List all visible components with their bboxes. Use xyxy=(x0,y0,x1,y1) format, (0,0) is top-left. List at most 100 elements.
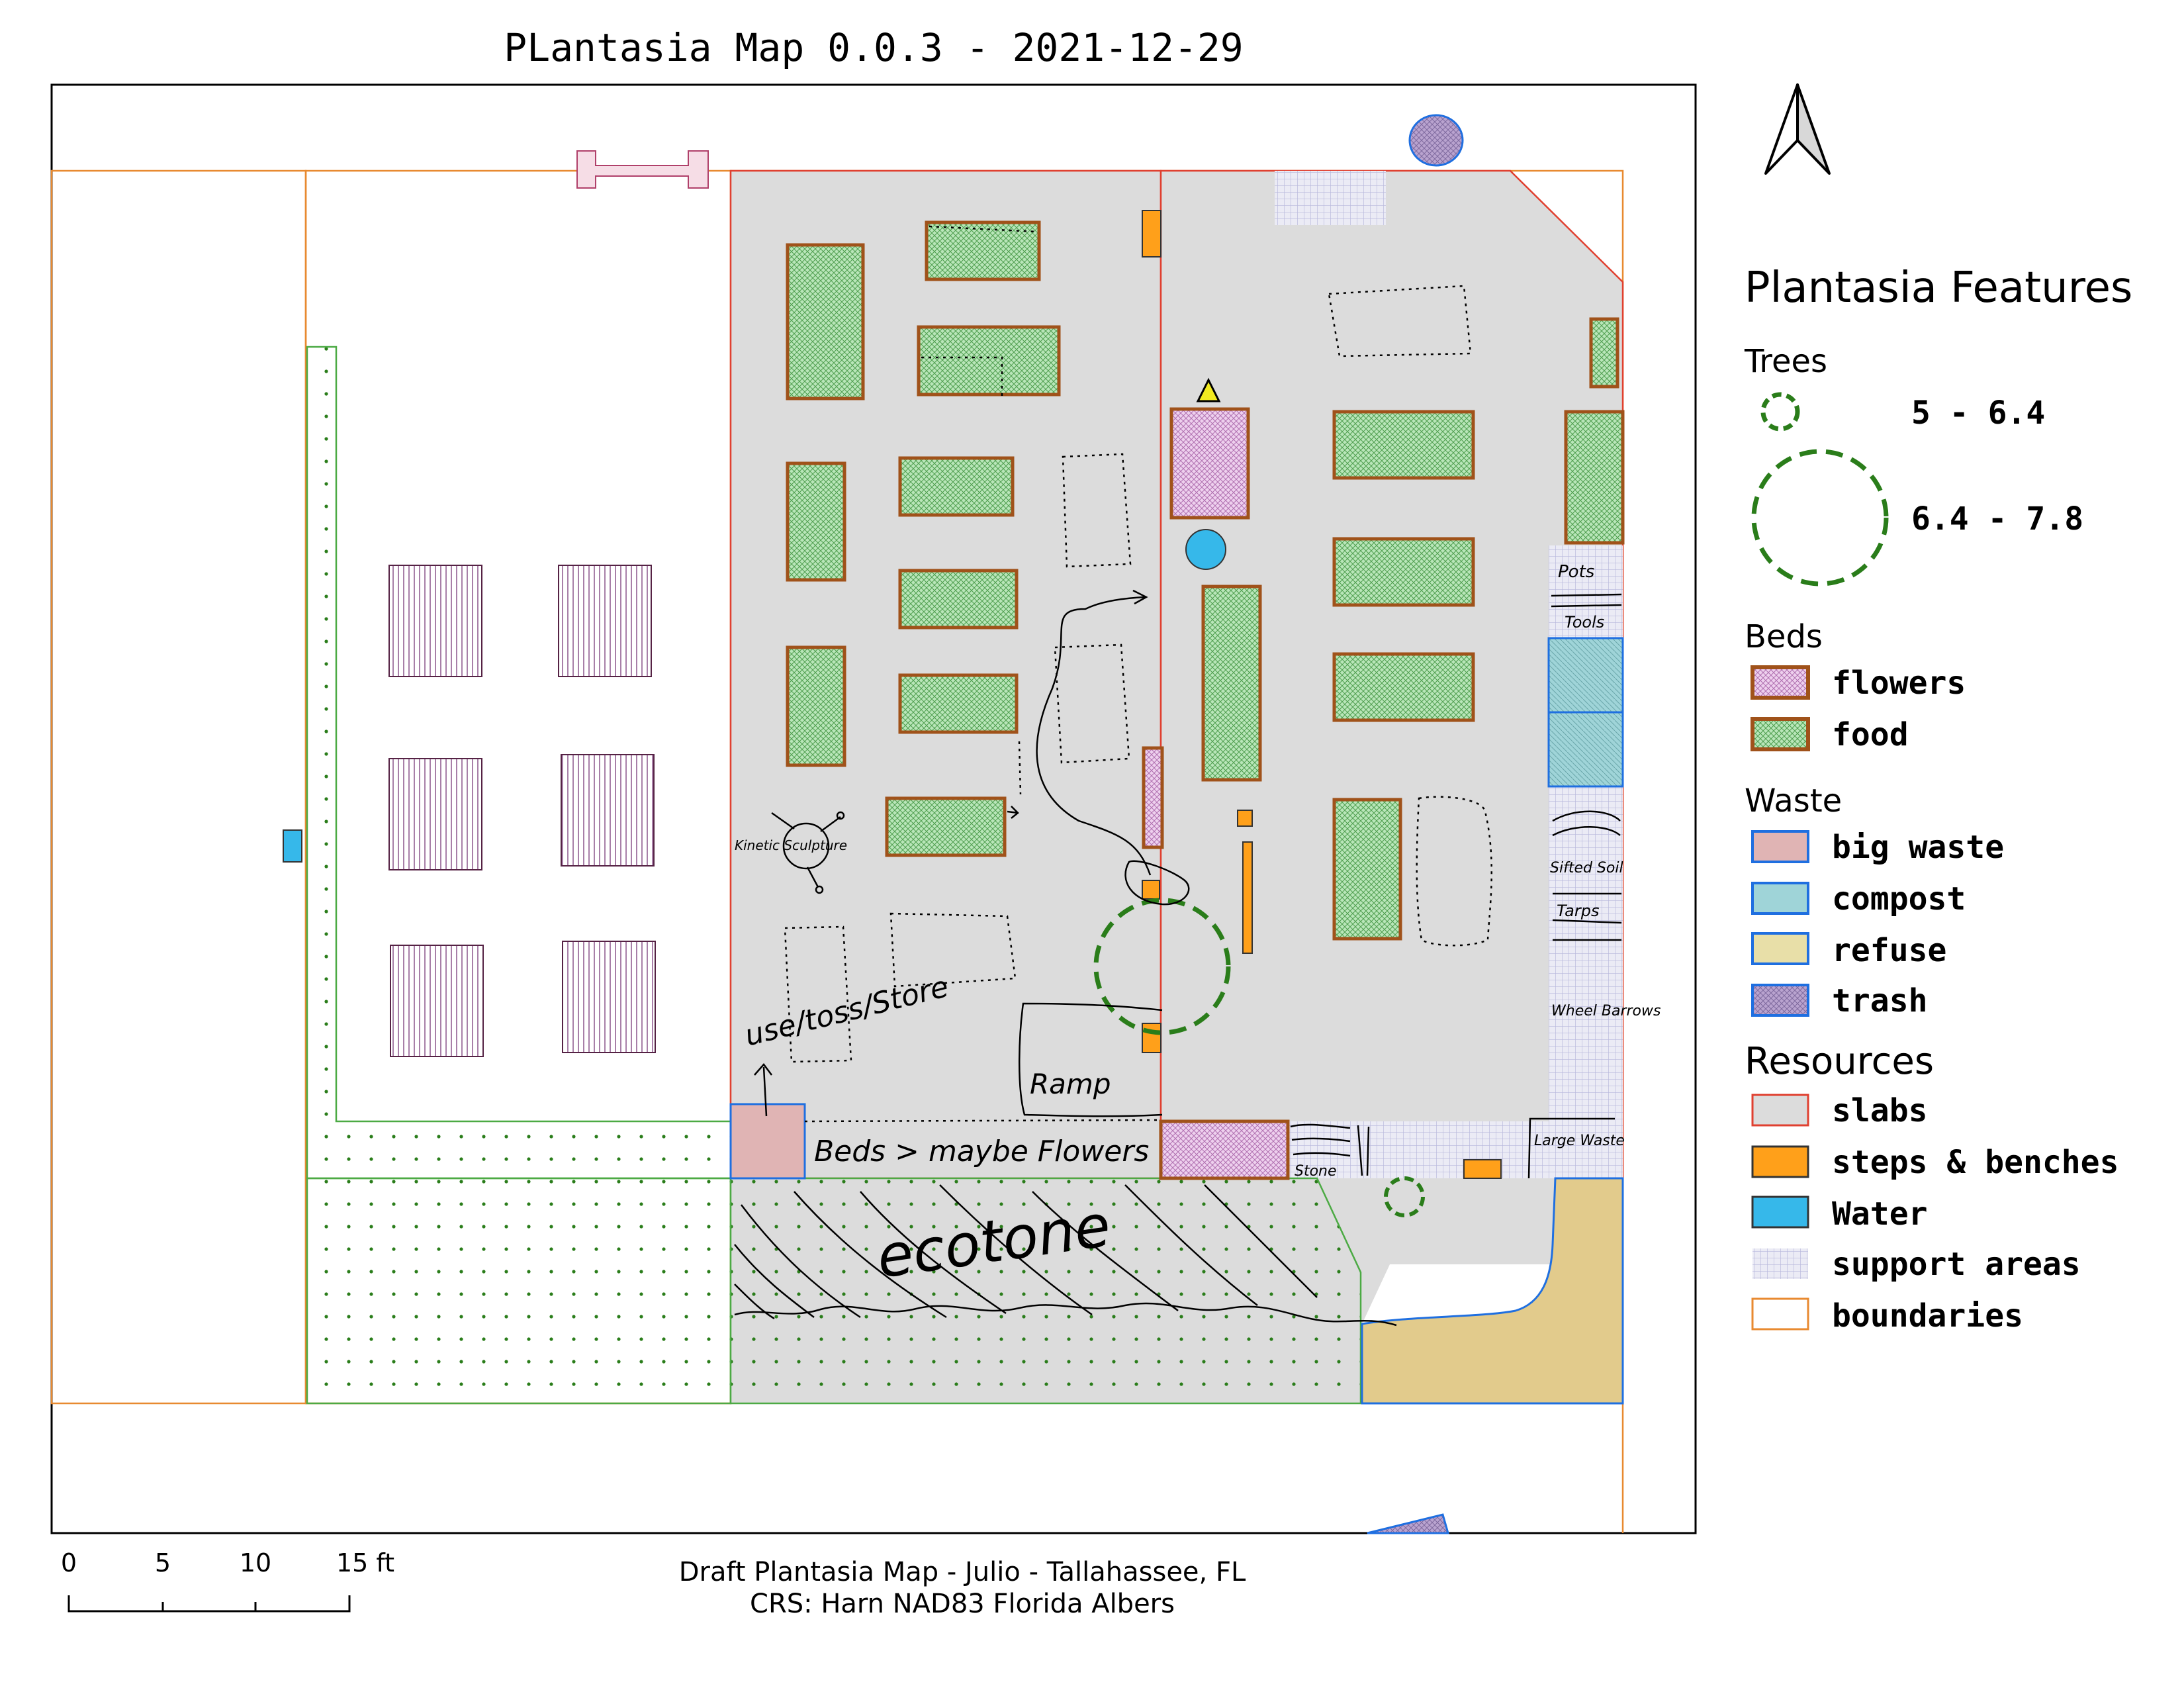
structure xyxy=(390,945,484,1057)
food-bed xyxy=(786,645,846,767)
legend-tree-large-icon xyxy=(1751,449,1889,586)
footer-line-2: CRS: Harn NAD83 Florida Albers xyxy=(750,1589,1175,1619)
tree-large xyxy=(1093,898,1231,1035)
legend-waste-heading: Waste xyxy=(1745,782,1842,820)
label-tarps: Tarps xyxy=(1557,902,1599,920)
sketch-outline xyxy=(784,925,852,1063)
north-arrow-left xyxy=(1764,83,1799,175)
label-large-waste: Large Waste xyxy=(1534,1133,1625,1149)
legend-big-waste-swatch xyxy=(1751,830,1809,863)
compost-bin xyxy=(1547,711,1624,788)
legend-compost-swatch xyxy=(1751,882,1809,915)
kinetic-sculpture-arms xyxy=(771,812,841,888)
food-bed xyxy=(885,796,1007,857)
map-title: PLantasia Map 0.0.3 - 2021-12-29 xyxy=(504,25,1243,70)
flower-bed xyxy=(1169,407,1250,520)
sketch-outlines xyxy=(784,225,1493,1123)
kinetic-sculpture-icon xyxy=(782,822,830,870)
structure xyxy=(558,565,652,677)
bench xyxy=(1463,1159,1502,1179)
scale-bar-line xyxy=(68,1595,351,1613)
food-bed xyxy=(917,325,1061,397)
food-bed xyxy=(1332,410,1475,480)
food-bed xyxy=(898,456,1015,517)
label-sifted-soil: Sifted Soil xyxy=(1550,860,1623,876)
legend-flowers-label: flowers xyxy=(1832,665,1966,702)
food-bed xyxy=(898,673,1019,734)
bench xyxy=(1237,810,1253,827)
tree-small xyxy=(1384,1176,1425,1217)
label-beds-maybe-flowers: Beds > maybe Flowers xyxy=(814,1135,1149,1168)
slab-southeast xyxy=(1317,1178,1623,1324)
legend-support-swatch xyxy=(1752,1248,1808,1279)
sketch-outline xyxy=(1416,796,1493,947)
food-bed xyxy=(1564,410,1625,545)
sifted-soil-arcs xyxy=(1552,810,1622,941)
food-beds xyxy=(786,220,1625,941)
refuse-area xyxy=(1361,1177,1624,1405)
bench xyxy=(1142,210,1161,258)
trash-area-south xyxy=(1367,1513,1449,1534)
food-bed xyxy=(786,243,865,400)
legend-beds-heading: Beds xyxy=(1745,618,1823,655)
label-ramp: Ramp xyxy=(1030,1068,1111,1100)
legend-slabs-swatch xyxy=(1751,1094,1809,1127)
ecotone-hatch xyxy=(734,1184,1318,1320)
food-bed xyxy=(1332,652,1475,722)
legend-resources-heading: Resources xyxy=(1745,1040,1934,1083)
legend-trash-label: trash xyxy=(1832,982,1928,1019)
flower-beds xyxy=(1142,407,1290,1180)
flower-bed xyxy=(1142,746,1164,849)
sketch-strokes xyxy=(734,589,1622,1327)
pots-divider xyxy=(1551,593,1622,608)
legend-refuse-label: refuse xyxy=(1832,932,1946,969)
big-waste xyxy=(729,1103,806,1180)
food-bed xyxy=(898,569,1019,630)
north-arrow-icon xyxy=(1764,83,1831,175)
legend-trash-swatch xyxy=(1751,984,1809,1017)
structure xyxy=(562,941,656,1053)
legend-flowers-swatch xyxy=(1751,665,1810,700)
sketch-outline xyxy=(1054,643,1130,764)
sketch-arrow-up xyxy=(754,1063,772,1117)
sketch-outline xyxy=(921,225,1037,397)
support-area-north xyxy=(1275,171,1386,225)
structure xyxy=(388,565,482,677)
food-bed xyxy=(925,220,1041,281)
flower-bed xyxy=(1159,1119,1290,1180)
sketch-ramp xyxy=(1019,1002,1163,1117)
legend-boundaries-label: boundaries xyxy=(1832,1297,2023,1335)
bench xyxy=(1142,880,1160,900)
structure xyxy=(388,758,482,870)
legend-food-swatch xyxy=(1751,717,1810,751)
legend-water-swatch xyxy=(1751,1196,1809,1229)
legend-slabs-label: slabs xyxy=(1832,1092,1928,1129)
legend-big-waste-label: big waste xyxy=(1832,829,2004,866)
sketch-wave xyxy=(734,1302,1397,1327)
scale-tick-label: 10 xyxy=(240,1548,271,1577)
legend: Plantasia Features Trees 5 - 6.4 6.4 - 7… xyxy=(1744,263,2132,1335)
food-bed xyxy=(1201,585,1262,782)
legend-refuse-swatch xyxy=(1751,932,1809,965)
kinetic-sculpture-knob xyxy=(815,885,824,894)
north-arrow-right xyxy=(1796,83,1831,175)
legend-trees-heading: Trees xyxy=(1744,343,1827,380)
legend-heading: Plantasia Features xyxy=(1745,263,2132,312)
trash-bin xyxy=(1408,114,1464,167)
water-feature-west xyxy=(283,829,302,863)
kinetic-sculpture-knob xyxy=(836,811,845,820)
label-stone: Stone xyxy=(1295,1163,1337,1180)
bench xyxy=(1242,841,1253,954)
legend-food-label: food xyxy=(1832,716,1909,753)
sketch-outline xyxy=(1018,741,1022,795)
label-wheel-barrows: Wheel Barrows xyxy=(1551,1003,1661,1019)
sketch-outline xyxy=(804,1119,1161,1123)
structure-gate xyxy=(576,150,709,189)
label-tools: Tools xyxy=(1565,613,1604,632)
sketch-path-arrow xyxy=(1036,596,1152,876)
structures xyxy=(388,150,709,1057)
ecotone-areas xyxy=(306,346,1362,1405)
label-pots: Pots xyxy=(1558,562,1594,582)
large-waste-outline xyxy=(1527,1117,1615,1179)
